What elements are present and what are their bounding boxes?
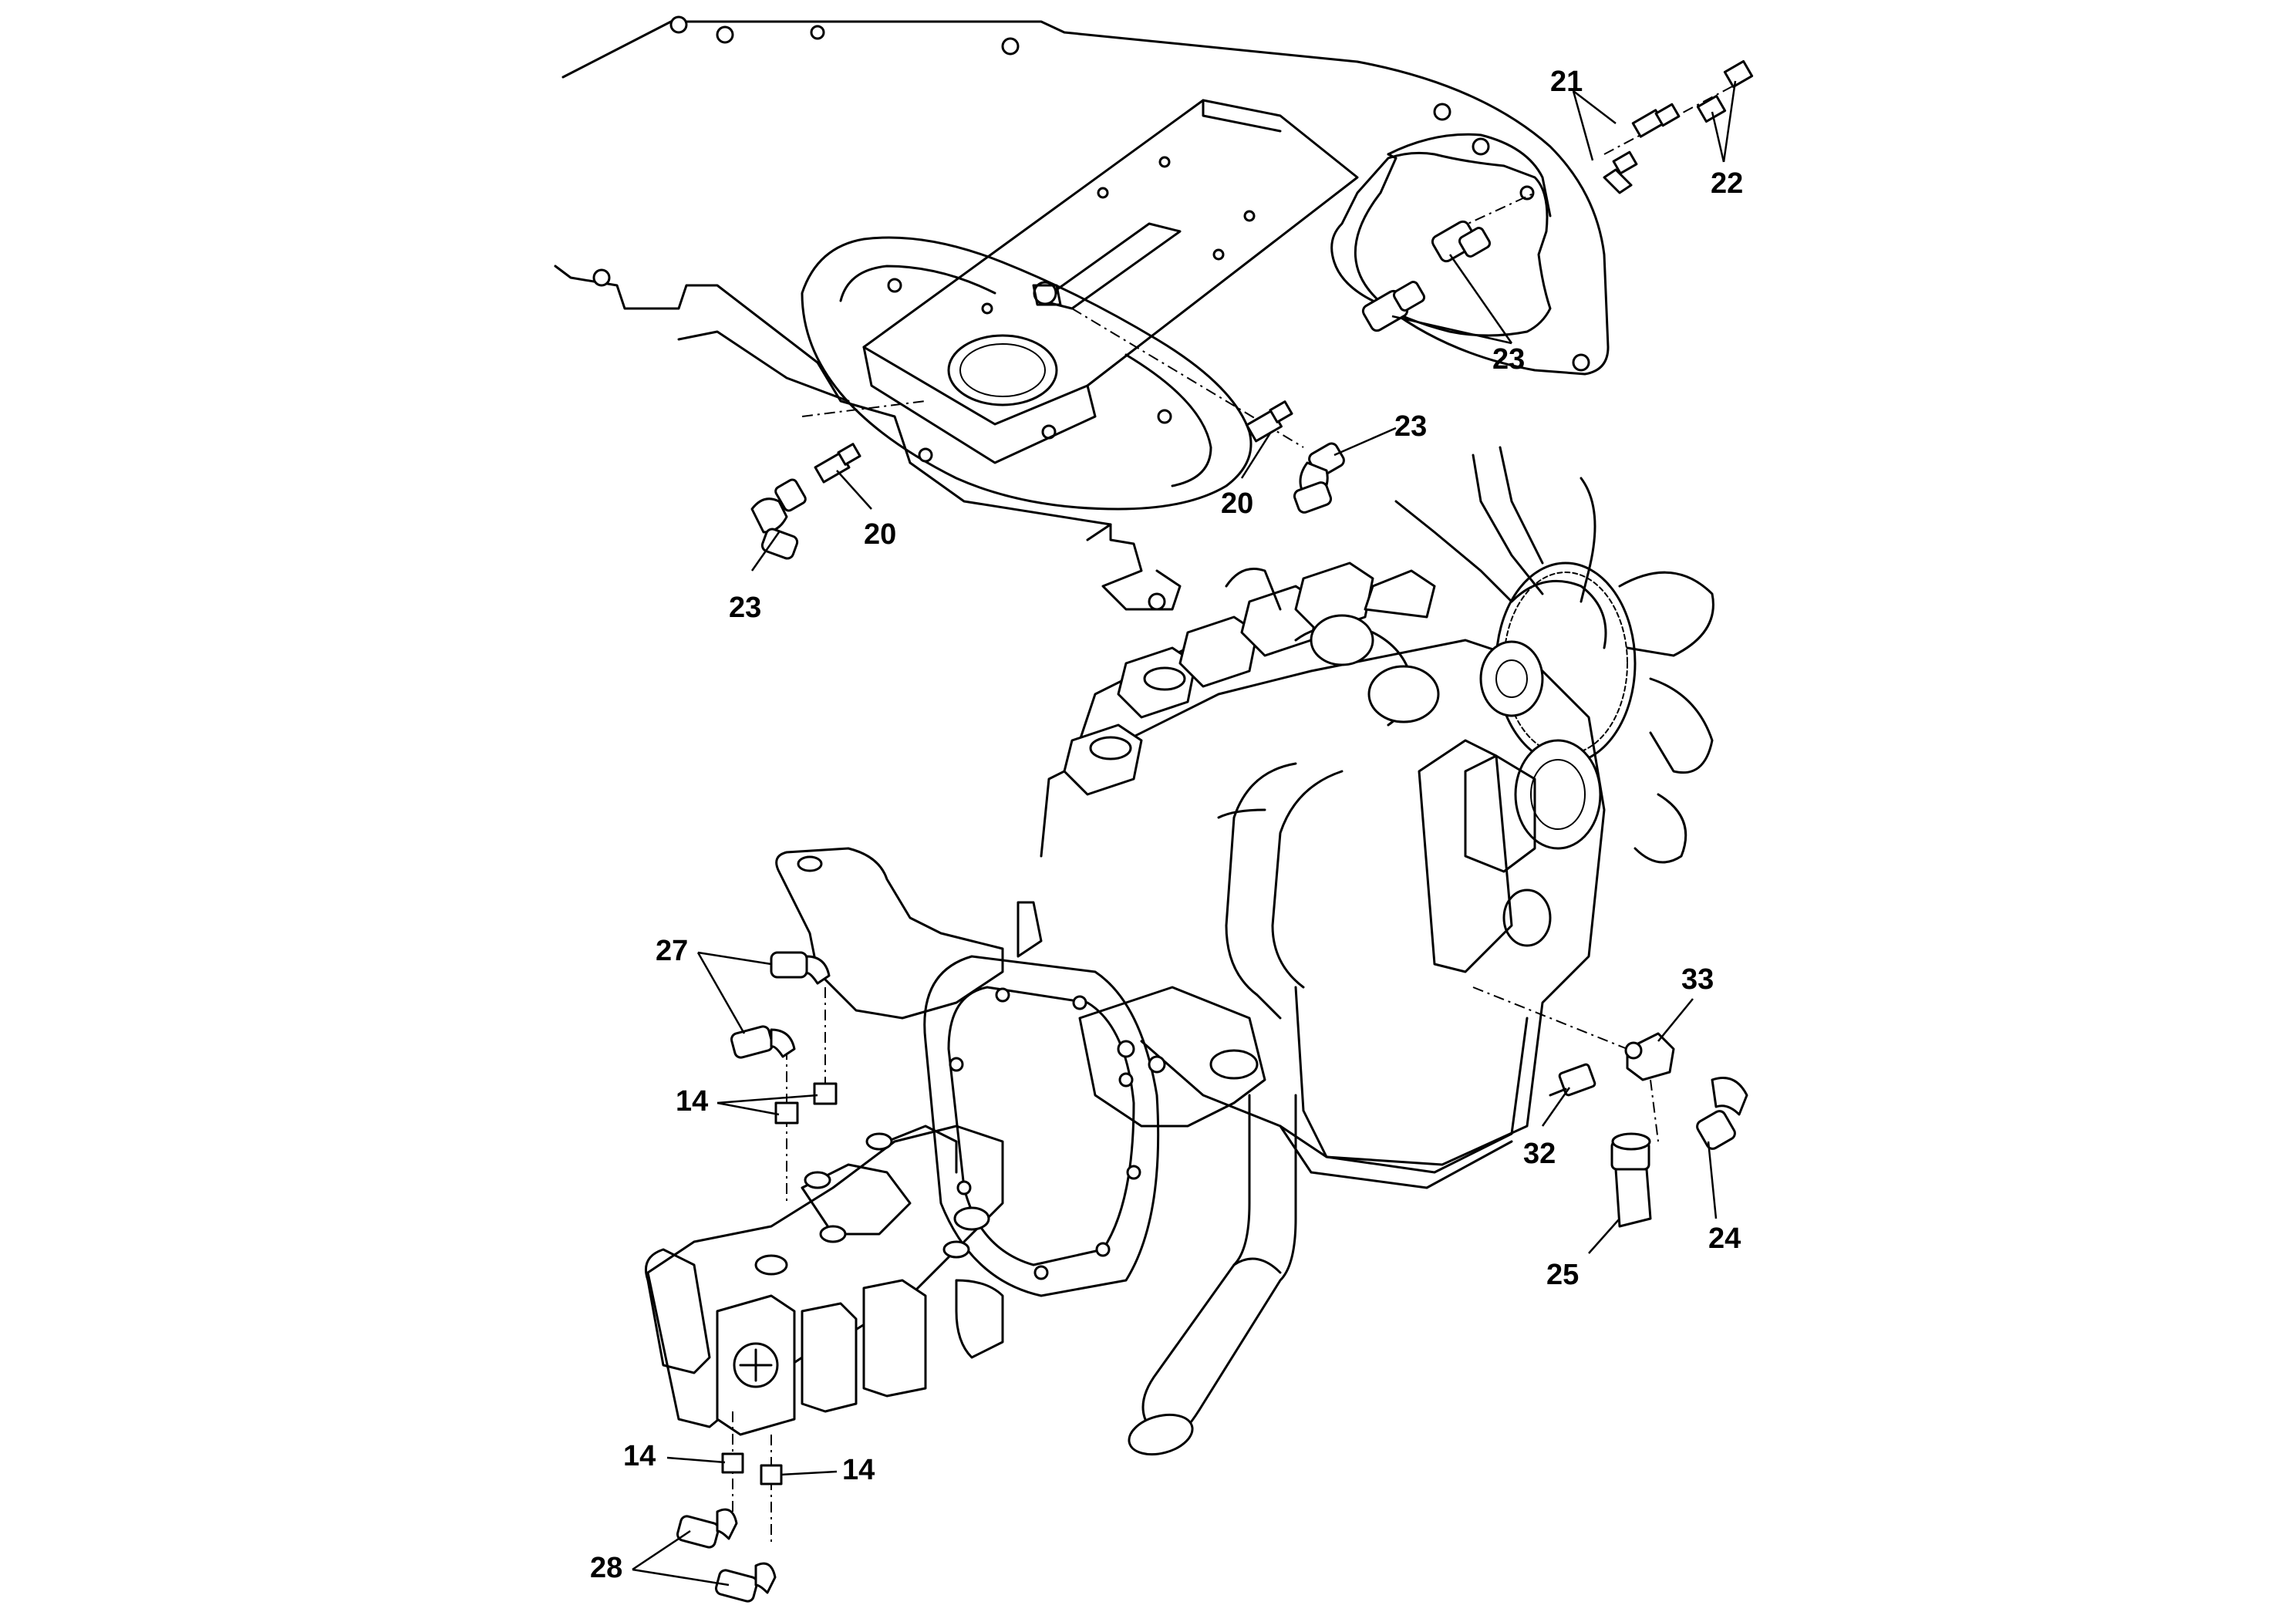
upper-frame-plate xyxy=(554,15,1610,611)
callout-28: 28 xyxy=(590,1552,622,1584)
callout-23-left: 23 xyxy=(729,592,761,624)
center-frame-beam xyxy=(862,99,1359,464)
callout-24: 24 xyxy=(1708,1222,1741,1255)
callout-23-top-right: 23 xyxy=(1492,343,1525,376)
callout-33: 33 xyxy=(1681,963,1714,996)
alternator-and-pulleys xyxy=(1464,640,1602,947)
elbow-23-left xyxy=(750,478,807,560)
exhaust-tailpipe xyxy=(1128,1094,1297,1456)
adapter-20-left xyxy=(814,443,861,484)
intake-exhaust-piping xyxy=(1217,568,1440,1020)
callout-27: 27 xyxy=(656,935,688,967)
fittings-top-right xyxy=(1361,59,1754,332)
elbow-23-top-b xyxy=(1361,281,1426,332)
engine-assembly xyxy=(775,446,1714,1456)
fittings-left xyxy=(750,400,1345,560)
tee-33 xyxy=(1624,1032,1675,1081)
hose-fitting-25 xyxy=(1610,1132,1652,1228)
adapter-21-a xyxy=(1603,150,1638,194)
hydraulic-pump-assembly xyxy=(645,1125,1004,1436)
union-14-upper-a xyxy=(813,1082,838,1105)
cooling-fan xyxy=(1394,446,1714,864)
adapter-21-b xyxy=(1631,103,1681,138)
rear-panel-cutout xyxy=(1330,151,1552,337)
cap-22-a xyxy=(1696,94,1727,123)
callout-14-upper: 14 xyxy=(676,1085,708,1118)
callout-32: 32 xyxy=(1523,1138,1556,1170)
callout-25: 25 xyxy=(1546,1259,1579,1291)
elbow-23-top-a xyxy=(1431,220,1492,263)
union-14-upper-b xyxy=(774,1101,799,1125)
elbow-27-lower xyxy=(730,1025,796,1059)
elbow-27-upper xyxy=(770,951,831,985)
fittings-right xyxy=(1549,1032,1748,1228)
adapter-20-right xyxy=(1246,400,1293,443)
callout-22: 22 xyxy=(1711,167,1743,200)
elbow-23-right xyxy=(1293,442,1345,514)
callout-20-right: 20 xyxy=(1221,487,1253,520)
elbow-28-lower xyxy=(715,1562,777,1603)
elbow-28-upper xyxy=(676,1508,738,1549)
cap-22-b xyxy=(1723,59,1754,89)
callout-21: 21 xyxy=(1550,66,1583,98)
turntable-plate xyxy=(801,236,1253,511)
callout-14-lower-right: 14 xyxy=(842,1454,875,1486)
engine-mount-bracket xyxy=(775,847,1043,1020)
callout-14-lower-left: 14 xyxy=(623,1440,656,1472)
elbow-24 xyxy=(1696,1077,1748,1150)
cylinder-head-covers xyxy=(1063,561,1436,796)
union-14-lower-b xyxy=(760,1464,783,1485)
flywheel-housing xyxy=(923,955,1160,1297)
callout-labels: 21 22 23 23 20 20 23 27 14 14 14 28 33 3… xyxy=(590,66,1743,1584)
sensor-32 xyxy=(1549,1063,1596,1097)
assembly-center-lines-pump xyxy=(732,986,1659,1543)
union-14-lower-a xyxy=(721,1452,744,1474)
pump-fittings xyxy=(676,951,838,1603)
leader-lines xyxy=(632,80,1737,1587)
callout-20-left: 20 xyxy=(864,518,896,551)
callout-23-right: 23 xyxy=(1394,410,1427,443)
